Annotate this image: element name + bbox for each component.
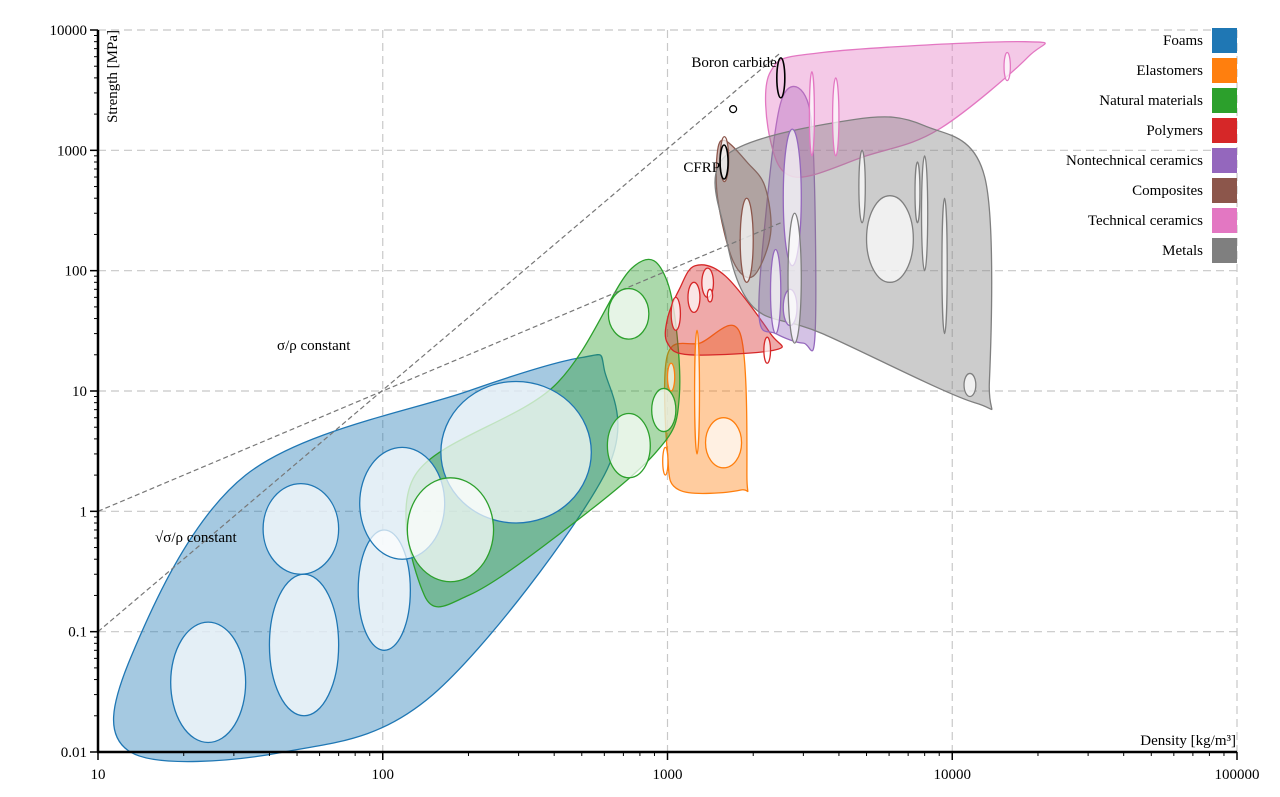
annotation-label: CFRP bbox=[683, 160, 720, 176]
material-ellipse bbox=[651, 387, 677, 433]
material-ellipse bbox=[1003, 51, 1012, 82]
legend-label: Natural materials bbox=[1099, 93, 1203, 109]
material-ellipse bbox=[670, 296, 682, 331]
material-ellipse bbox=[769, 248, 782, 335]
guide-line-label: √σ/ρ constant bbox=[155, 530, 238, 546]
annotation-label: Boron carbide bbox=[691, 55, 777, 71]
legend-swatch bbox=[1212, 28, 1237, 53]
material-ellipse bbox=[662, 446, 669, 476]
material-ellipse bbox=[858, 149, 866, 224]
x-tick-label: 1000 bbox=[653, 767, 683, 783]
x-ticks: 10 100 1000 10000 100000 bbox=[91, 752, 1260, 783]
y-tick-label: 0.01 bbox=[61, 745, 87, 761]
y-tick-label: 1 bbox=[80, 504, 88, 520]
legend-swatch bbox=[1212, 58, 1237, 83]
y-ticks: 0.01 0.1 1 10 100 1000 10000 bbox=[50, 23, 98, 761]
material-ellipses bbox=[170, 51, 1012, 744]
legend-label: Nontechnical ceramics bbox=[1066, 153, 1203, 169]
material-ellipse bbox=[406, 477, 495, 583]
legend-swatch bbox=[1212, 88, 1237, 113]
material-ellipse bbox=[606, 412, 651, 479]
legend-swatch bbox=[1212, 238, 1237, 263]
material-ellipse bbox=[440, 380, 592, 524]
y-tick-label: 0.1 bbox=[68, 625, 87, 641]
material-ellipse bbox=[831, 77, 840, 157]
legend-label: Technical ceramics bbox=[1088, 213, 1203, 229]
material-ellipse bbox=[704, 417, 743, 469]
legend-swatch bbox=[1212, 148, 1237, 173]
y-tick-label: 100 bbox=[65, 264, 88, 280]
y-tick-label: 1000 bbox=[57, 143, 87, 159]
material-ellipse bbox=[693, 329, 701, 455]
material-ellipse bbox=[914, 161, 921, 224]
material-ellipse bbox=[920, 155, 929, 272]
material-ellipse bbox=[739, 197, 754, 283]
legend-label: Foams bbox=[1163, 33, 1203, 49]
legend-label: Metals bbox=[1162, 243, 1203, 259]
material-ellipse bbox=[607, 287, 650, 340]
material-ellipse bbox=[963, 372, 977, 398]
legend-label: Polymers bbox=[1146, 123, 1203, 139]
y-tick-label: 10000 bbox=[50, 23, 88, 39]
material-ellipse bbox=[268, 573, 340, 717]
x-tick-label: 10000 bbox=[934, 767, 972, 783]
y-tick-label: 10 bbox=[72, 384, 87, 400]
material-ellipse bbox=[262, 482, 340, 575]
x-tick-label: 10 bbox=[91, 767, 106, 783]
legend-swatch bbox=[1212, 118, 1237, 143]
legend-label: Composites bbox=[1132, 183, 1203, 199]
envelope-metals bbox=[714, 116, 993, 411]
material-ellipse bbox=[808, 71, 816, 157]
guide-line-label: σ/ρ constant bbox=[277, 338, 351, 354]
x-tick-label: 100 bbox=[372, 767, 395, 783]
material-ellipse bbox=[941, 197, 948, 335]
material-ellipse bbox=[706, 288, 714, 303]
material-ellipse bbox=[865, 195, 914, 283]
x-axis-title: Density [kg/m³] bbox=[1140, 733, 1236, 749]
material-ellipse bbox=[687, 281, 701, 314]
material-ellipse bbox=[666, 362, 676, 392]
material-ellipse bbox=[170, 621, 247, 744]
material-ellipse bbox=[763, 336, 772, 364]
material-family-envelopes bbox=[112, 41, 1046, 763]
x-tick-label: 100000 bbox=[1215, 767, 1260, 783]
legend-swatch bbox=[1212, 208, 1237, 233]
cfrp-marker bbox=[719, 144, 729, 180]
highlight-point bbox=[729, 105, 738, 114]
guide-line bbox=[97, 222, 782, 512]
y-axis-title: Strength [MPa] bbox=[105, 30, 121, 123]
legend-swatch bbox=[1212, 178, 1237, 203]
guide-lines: σ/ρ constant √σ/ρ constant bbox=[97, 52, 782, 633]
guide-line bbox=[97, 52, 782, 633]
material-ellipse bbox=[787, 212, 802, 344]
legend-label: Elastomers bbox=[1136, 63, 1203, 79]
boron-carbide-marker bbox=[776, 57, 786, 99]
